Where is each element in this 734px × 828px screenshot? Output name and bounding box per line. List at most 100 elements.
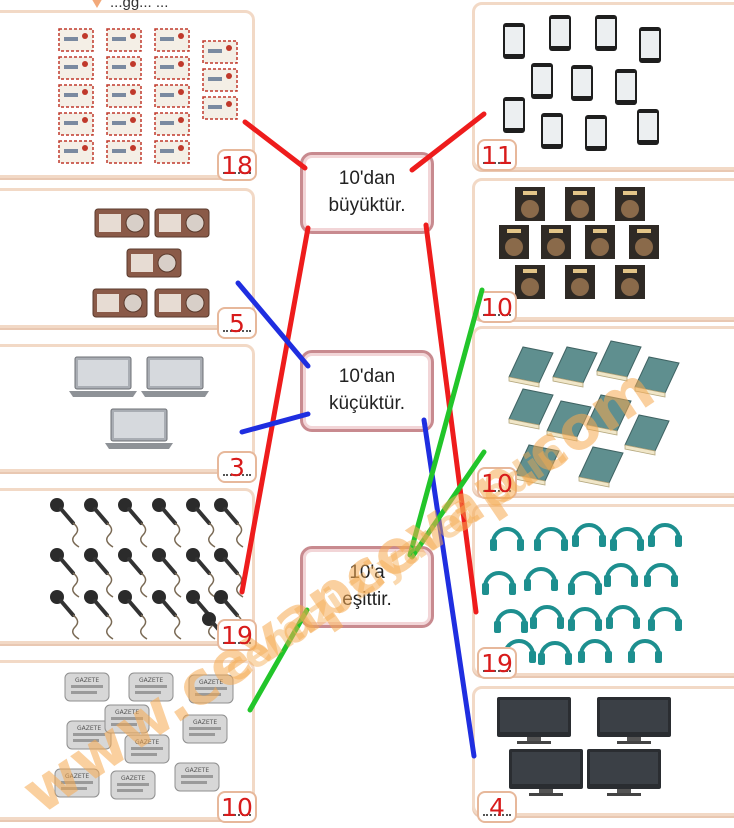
microphone-icon	[50, 498, 80, 548]
radio-icon	[154, 288, 210, 318]
microphone-icon	[152, 498, 182, 548]
microphone-icon	[50, 548, 80, 598]
newspaper-icon: GAZETE	[54, 768, 100, 798]
book-cover-icon	[565, 187, 595, 221]
book-cover-icon	[499, 225, 529, 259]
count-box-laptops[interactable]: 3	[217, 451, 257, 483]
microphone-icon	[118, 590, 148, 640]
envelope-icon	[154, 28, 190, 52]
card-microphones: 19	[0, 488, 257, 651]
headphones-icon	[628, 639, 662, 663]
headphones-icon	[524, 567, 558, 591]
radio-icon	[94, 208, 150, 238]
book-icon	[508, 388, 554, 430]
svg-text:GAZETE: GAZETE	[139, 677, 163, 684]
newspaper-icon: GAZETE	[182, 714, 228, 744]
envelope-icon	[106, 28, 142, 52]
count-box-books[interactable]: 10	[477, 467, 517, 499]
book-cover-icon	[515, 265, 545, 299]
book-cover-icon	[515, 187, 545, 221]
envelope-icon	[202, 96, 238, 120]
count-box-monitors[interactable]: 4	[477, 791, 517, 823]
smartphone-icon	[595, 15, 617, 51]
envelope-icon	[106, 56, 142, 80]
phone-group	[503, 15, 661, 151]
microphone-icon	[84, 590, 114, 640]
book-icon	[552, 346, 598, 388]
card-laptops: 3	[0, 344, 257, 483]
svg-text:GAZETE: GAZETE	[193, 719, 217, 726]
laptop-group	[69, 356, 209, 449]
book-cover-group	[499, 187, 659, 299]
book-icon	[546, 400, 592, 442]
microphone-icon	[214, 548, 244, 598]
count-box-radios[interactable]: 5	[217, 307, 257, 339]
envelope-icon	[58, 56, 94, 80]
label-greater-than-ten[interactable]: 10'dan büyüktür.	[300, 152, 434, 234]
headphones-icon	[604, 563, 638, 587]
envelope-icon	[106, 84, 142, 108]
monitor-icon	[509, 749, 583, 796]
newspaper-icon: GAZETE	[64, 672, 110, 702]
headphones-icon	[572, 523, 606, 547]
card-envelopes: 18	[0, 10, 257, 181]
headphones-icon	[578, 639, 612, 663]
monitor-icon	[597, 697, 671, 744]
newspaper-icon: GAZETE	[174, 762, 220, 792]
headphones-icon	[644, 563, 678, 587]
headphones-icon	[568, 571, 602, 595]
microphone-icon	[118, 548, 148, 598]
microphone-icon	[186, 498, 216, 548]
svg-text:GAZETE: GAZETE	[65, 773, 89, 780]
count-box-envelopes[interactable]: 18	[217, 149, 257, 181]
microphone-icon	[84, 498, 114, 548]
header-instruction: ...ğg... ...	[110, 0, 169, 11]
laptop-icon	[141, 356, 209, 397]
book-cover-icon	[615, 265, 645, 299]
book-cover-icon	[541, 225, 571, 259]
envelope-icon	[154, 112, 190, 136]
smartphone-icon	[541, 113, 563, 149]
radio-icon	[126, 248, 182, 278]
svg-text:GAZETE: GAZETE	[115, 709, 139, 716]
svg-text:GAZETE: GAZETE	[77, 725, 101, 732]
book-icon	[586, 394, 632, 436]
count-box-headphones[interactable]: 19	[477, 647, 517, 679]
label-equal-to-ten[interactable]: 10'a eşittir.	[300, 546, 434, 628]
laptop-icon	[105, 408, 173, 449]
headphones-icon	[606, 605, 640, 629]
headphones-icon	[648, 607, 682, 631]
newspaper-icon: GAZETE	[188, 674, 234, 704]
card-phones: 11	[472, 2, 734, 171]
count-box-phones[interactable]: 11	[477, 139, 517, 171]
svg-text:GAZETE: GAZETE	[185, 767, 209, 774]
headphones-icon	[648, 523, 682, 547]
card-newspapers: GAZETE GAZETE GAZETE GAZETE GAZETE GAZETE GAZE…	[0, 660, 257, 823]
monitor-icon	[587, 749, 661, 796]
envelope-icon	[58, 140, 94, 164]
count-box-microphones[interactable]: 19	[217, 619, 257, 651]
book-cover-icon	[615, 187, 645, 221]
envelope-icon	[202, 40, 238, 64]
book-cover-icon	[585, 225, 615, 259]
count-box-book-covers[interactable]: 10	[477, 291, 517, 323]
headphones-icon	[534, 527, 568, 551]
monitor-icon	[497, 697, 571, 744]
book-icon	[634, 356, 680, 398]
envelope-icon	[58, 112, 94, 136]
smartphone-icon	[637, 109, 659, 145]
book-cover-icon	[565, 265, 595, 299]
count-box-newspapers[interactable]: 10	[217, 791, 257, 823]
book-cover-icon	[629, 225, 659, 259]
headphones-icon	[490, 527, 524, 551]
label-less-than-ten[interactable]: 10'dan küçüktür.	[300, 350, 434, 432]
headphones-icon	[494, 609, 528, 633]
pencil-tip-icon	[90, 0, 104, 8]
newspaper-icon: GAZETE	[66, 720, 112, 750]
newspaper-icon: GAZETE	[128, 672, 174, 702]
headphones-icon	[568, 607, 602, 631]
radio-icon	[154, 208, 210, 238]
microphone-icon	[84, 548, 114, 598]
microphone-icon	[152, 590, 182, 640]
envelope-icon	[106, 112, 142, 136]
